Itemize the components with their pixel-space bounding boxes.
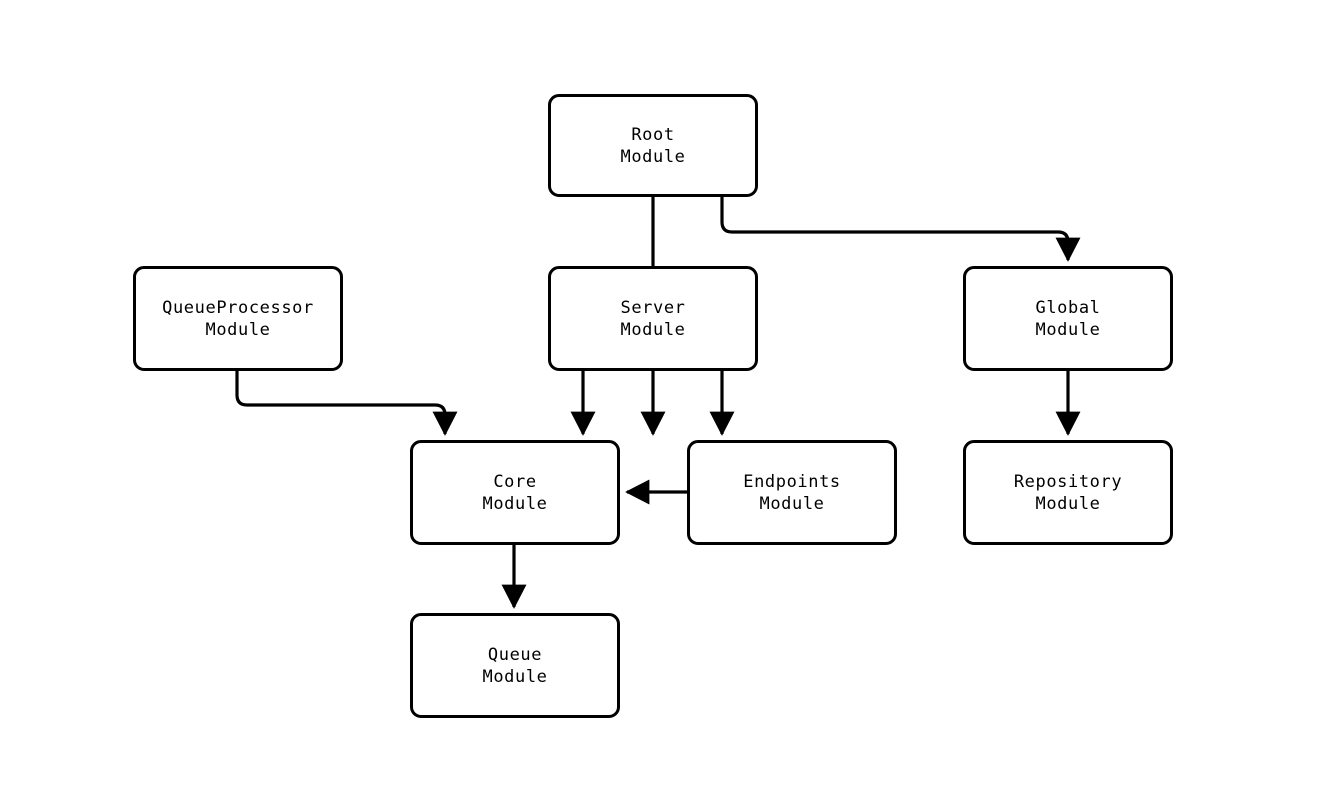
node-queueprocessor-module[interactable]: QueueProcessor Module	[133, 266, 343, 371]
node-global-module-line1: Global	[1035, 297, 1101, 318]
node-root-module-line1: Root	[631, 124, 675, 145]
node-endpoints-module-line2: Module	[759, 493, 825, 514]
node-root-module[interactable]: Root Module	[548, 94, 758, 197]
node-core-module-line2: Module	[482, 493, 548, 514]
node-queue-module-line1: Queue	[487, 644, 543, 665]
node-root-module-line2: Module	[620, 146, 686, 167]
node-repository-module-line2: Module	[1035, 493, 1101, 514]
node-endpoints-module[interactable]: Endpoints Module	[687, 440, 897, 545]
node-endpoints-module-line1: Endpoints	[743, 471, 841, 492]
node-server-module[interactable]: Server Module	[548, 266, 758, 371]
node-global-module-line2: Module	[1035, 319, 1101, 340]
edge-root-to-global	[720, 197, 1081, 262]
node-repository-module-line1: Repository	[1013, 471, 1123, 492]
node-server-module-line2: Module	[620, 319, 686, 340]
node-repository-module[interactable]: Repository Module	[963, 440, 1173, 545]
node-global-module[interactable]: Global Module	[963, 266, 1173, 371]
node-queue-module[interactable]: Queue Module	[410, 613, 620, 718]
edge-queueprocessor-to-core	[235, 371, 458, 436]
node-server-module-line1: Server	[620, 297, 686, 318]
node-core-module-line1: Core	[493, 471, 537, 492]
node-queue-module-line2: Module	[482, 666, 548, 687]
node-queueprocessor-module-line2: Module	[205, 319, 271, 340]
node-core-module[interactable]: Core Module	[410, 440, 620, 545]
node-queueprocessor-module-line1: QueueProcessor	[162, 297, 314, 318]
